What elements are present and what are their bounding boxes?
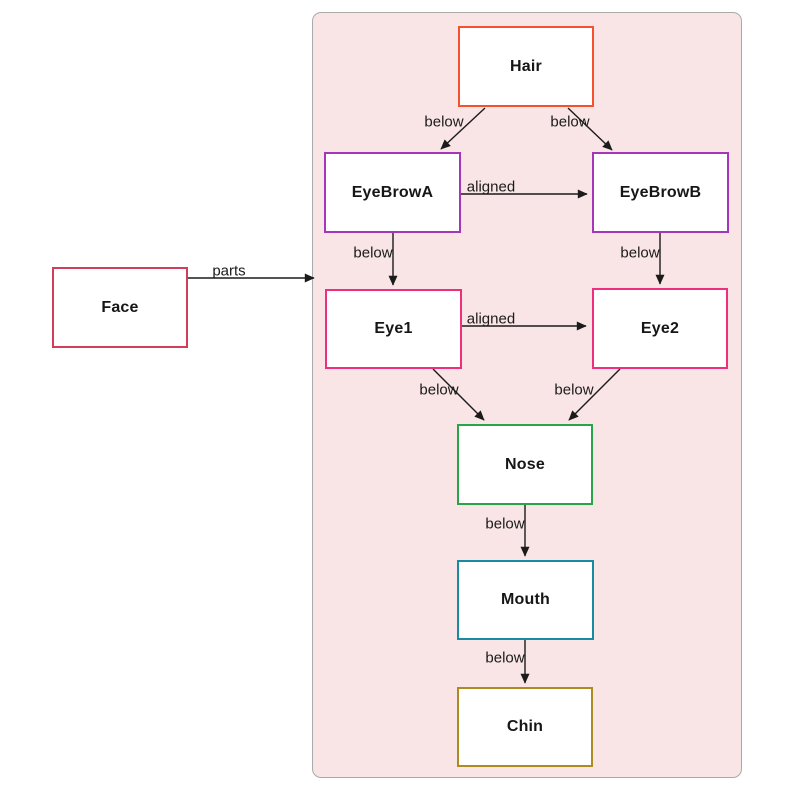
node-chin: Chin xyxy=(457,687,593,767)
edge-label-face-to-face-parts-group: parts xyxy=(212,262,246,280)
node-label-face: Face xyxy=(101,298,139,316)
edge-label-mouth-to-chin: below xyxy=(485,649,525,667)
face-parts-cluster xyxy=(312,12,742,778)
edge-label-eyebrow-a-to-eye1: below xyxy=(353,244,393,262)
edge-label-eyebrow-a-to-eyebrow-b: aligned xyxy=(466,178,516,196)
edge-label-eyebrow-b-to-eye2: below xyxy=(620,244,660,262)
node-label-nose: Nose xyxy=(505,455,545,473)
node-eye2: Eye2 xyxy=(592,288,728,369)
node-nose: Nose xyxy=(457,424,593,505)
node-face: Face xyxy=(52,267,188,348)
node-eye1: Eye1 xyxy=(325,289,462,369)
node-label-eye2: Eye2 xyxy=(640,319,680,337)
node-label-hair: Hair xyxy=(510,57,542,75)
node-label-chin: Chin xyxy=(506,718,544,735)
node-label-mouth: Mouth xyxy=(501,591,550,608)
node-hair: Hair xyxy=(458,26,594,107)
node-label-eyebrow-a: EyeBrowA xyxy=(351,183,434,201)
edge-label-hair-to-eyebrow-b: below xyxy=(550,113,590,131)
node-label-eye1: Eye1 xyxy=(374,320,413,337)
edge-label-eye1-to-nose: below xyxy=(419,381,459,399)
edge-label-hair-to-eyebrow-a: below xyxy=(424,113,464,131)
edge-label-nose-to-mouth: below xyxy=(485,515,525,533)
edge-label-eye2-to-nose: below xyxy=(554,381,594,399)
edge-label-eye1-to-eye2: aligned xyxy=(466,310,516,328)
node-eyebrow-a: EyeBrowA xyxy=(324,152,461,233)
node-eyebrow-b: EyeBrowB xyxy=(592,152,729,233)
node-label-eyebrow-b: EyeBrowB xyxy=(619,183,702,201)
node-mouth: Mouth xyxy=(457,560,594,640)
